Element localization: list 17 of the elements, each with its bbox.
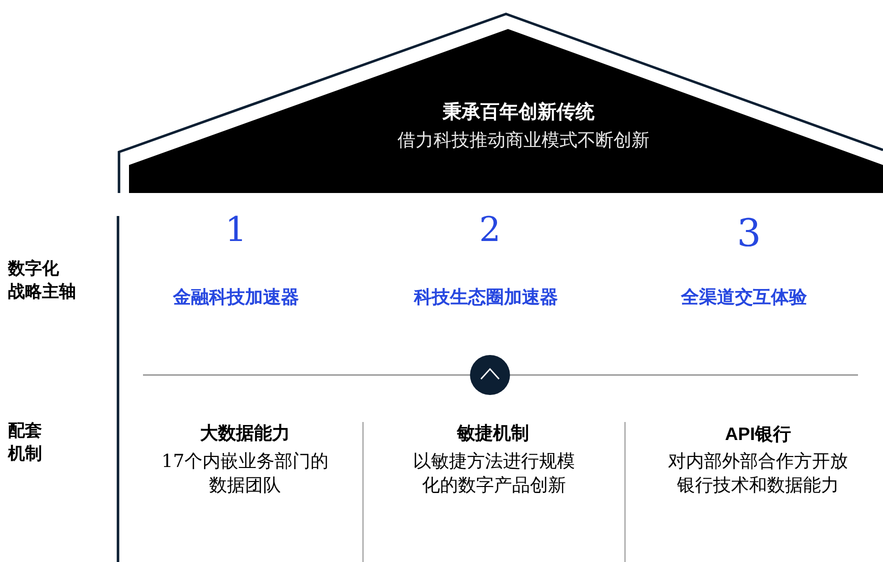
roof-banner <box>117 12 883 194</box>
column-heading: 敏捷机制 <box>457 422 529 446</box>
column-heading: API银行 <box>725 423 791 446</box>
pillar-number: 3 <box>736 210 762 257</box>
pillar-title: 科技生态圈加速器 <box>414 286 558 310</box>
pillar-title: 全渠道交互体验 <box>681 286 807 310</box>
pillar-number: 1 <box>225 209 247 252</box>
row-heading: 数字化战略主轴 <box>8 258 76 304</box>
column-description: 以敏捷方法进行规模化的数字产品创新 <box>412 450 576 498</box>
column-heading: 大数据能力 <box>200 422 290 446</box>
pillar-title: 金融科技加速器 <box>173 286 299 310</box>
row-heading: 配套机制 <box>8 420 42 466</box>
column-description: 17个内嵌业务部门的数据团队 <box>160 450 330 498</box>
column-description: 对内部外部合作方开放银行技术和数据能力 <box>667 450 849 498</box>
pillar-number: 2 <box>479 209 501 252</box>
banner-title: 秉承百年创新传统 <box>442 100 595 125</box>
banner-subtitle: 借力科技推动商业模式不断创新 <box>396 129 650 153</box>
